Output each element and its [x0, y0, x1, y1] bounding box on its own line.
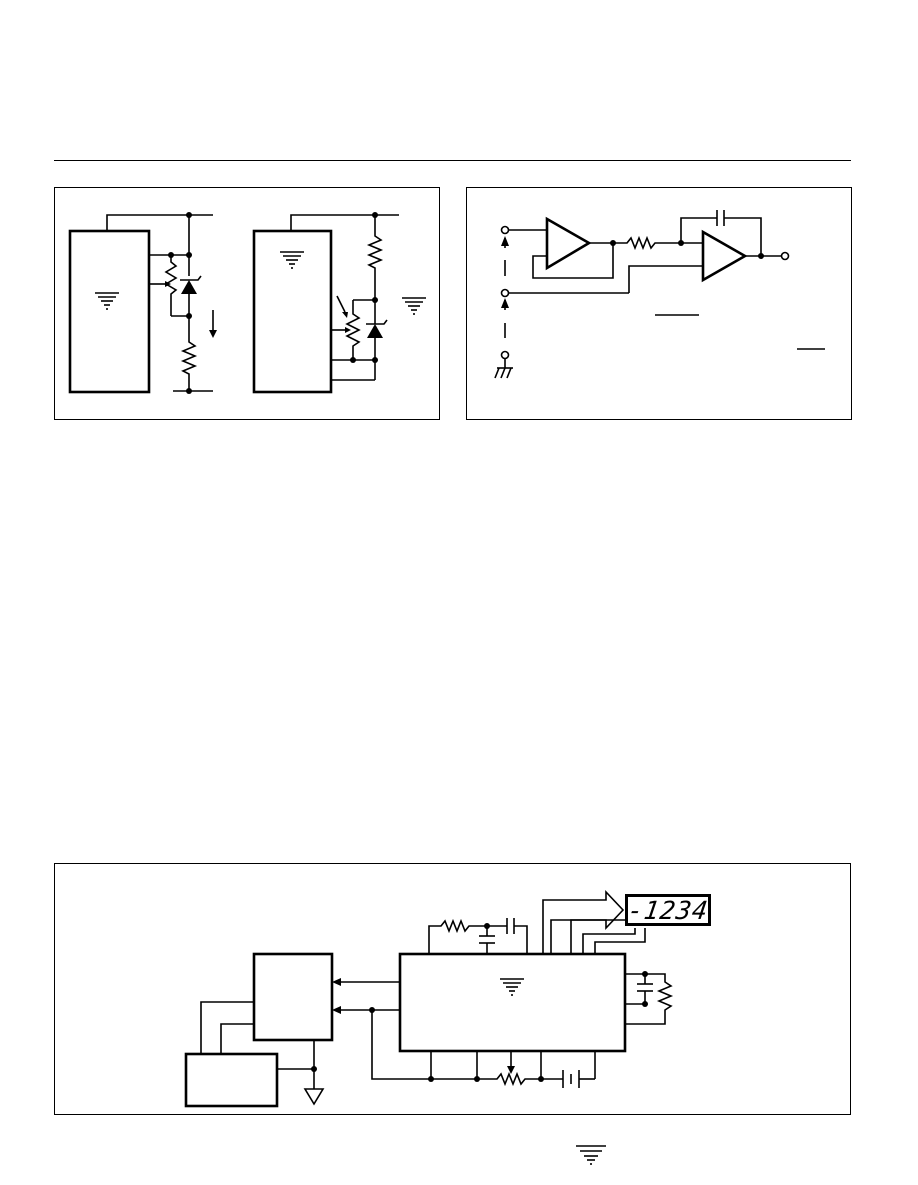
figure-panel-meter: -1234: [54, 863, 851, 1115]
figure-reference-circuits: [54, 187, 440, 420]
manufacturer-logo-icon: [500, 978, 524, 996]
interface-block: [252, 952, 334, 1042]
integrator-schematic: [494, 210, 825, 379]
header-rule: [54, 160, 851, 161]
potentiometer-icon: [477, 1051, 541, 1087]
ground-icon: [494, 359, 513, 379]
display-readout: -1234: [625, 895, 711, 925]
zener-diode-icon: [366, 319, 388, 338]
ic-block-1: [68, 229, 151, 394]
ground-icon: [303, 1069, 325, 1106]
seven-segment-display-icon: -1234: [625, 894, 711, 926]
manufacturer-logo-icon: [402, 297, 426, 315]
battery-icon: [541, 1070, 595, 1088]
manufacturer-logo-icon: [95, 292, 119, 310]
ic-block-2: [252, 229, 333, 394]
manufacturer-logo-icon: [280, 251, 304, 269]
data-bus-arrow: [542, 889, 625, 955]
zener-diode-icon: [180, 275, 202, 294]
processor-block: [184, 1052, 279, 1108]
reference-circuits-schematic: [68, 212, 426, 394]
figure-integrator: [466, 187, 852, 420]
potentiometer-icon: [331, 295, 361, 360]
potentiometer-icon: [149, 255, 178, 316]
opamp-icon: [701, 229, 748, 283]
panel-meter-schematic: [184, 889, 674, 1108]
opamp-icon: [545, 216, 592, 271]
manufacturer-logo-icon: [576, 1145, 606, 1165]
adc-chip: [398, 952, 627, 1053]
